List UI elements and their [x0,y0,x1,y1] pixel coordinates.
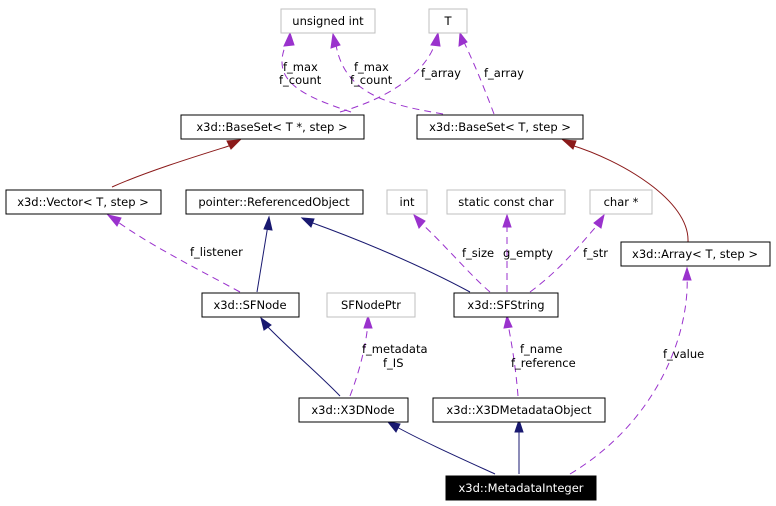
arrowhead [430,31,441,47]
node-t[interactable]: T [428,8,468,34]
edge-sfnode-to-vector [114,219,241,293]
node-label: x3d::Array< T, step > [632,247,758,261]
edge-label-farray-b: f_array [484,66,524,80]
node-label: x3d::MetadataInteger [459,481,584,495]
edge-label-fis: f_IS [383,356,404,370]
edge-label-flistener: f_listener [190,245,243,259]
edge-sfnode-to-x3dnode [265,324,341,397]
node-label: static const char [458,195,554,209]
node-static-const-char[interactable]: static const char [446,189,566,215]
arrowhead [330,32,341,49]
edge-label-fvalue: f_value [663,347,704,361]
arrowhead [386,421,401,433]
arrowhead [283,31,295,47]
node-label: pointer::ReferencedObject [198,195,350,209]
edge-baseset-t-to-array [570,144,689,243]
arrowhead [260,316,272,331]
edge-label-fsize: f_size [462,246,494,260]
edge-sfstring-to-int [419,221,491,293]
arrowhead [514,418,524,433]
node-label: x3d::BaseSet< T *, step > [196,120,347,134]
arrowhead [682,266,692,281]
arrowhead [561,139,577,150]
edge-t-to-baseset-ptr [339,39,437,113]
arrowhead [363,314,373,329]
node-label: x3d::SFString [467,298,544,312]
node-label: x3d::SFNode [213,298,286,312]
node-int[interactable]: int [386,189,428,215]
edge-label-fmax-b: f_max [354,60,389,74]
edge-x3dnode-to-metadata-integer [394,425,496,475]
arrowhead [226,139,242,150]
edge-x3dnode-to-sfnodeptr [349,322,369,397]
node-sfnode[interactable]: x3d::SFNode [201,292,300,318]
node-sfstring[interactable]: x3d::SFString [453,292,559,318]
edge-uint-to-baseset-ptr [281,39,352,113]
node-label: SFNodePtr [341,298,401,312]
node-label: T [443,14,452,28]
edge-label-fstr: f_str [583,246,608,260]
edge-metadata-integer-to-array [569,274,688,475]
node-unsigned-int[interactable]: unsigned int [280,8,376,34]
node-label: int [400,195,415,209]
edge-refobj-to-sfstring [309,221,471,293]
node-x3dnode[interactable]: x3d::X3DNode [298,397,409,423]
edge-metadata-object-to-sfstring [507,323,519,397]
arrowhead [106,214,122,227]
edge-label-fcount-b: f_count [350,73,393,87]
node-label: x3d::X3DNode [311,403,394,417]
edge-label-fcount-a: f_count [279,73,322,87]
node-label: char * [604,195,639,209]
node-sfnodeptr[interactable]: SFNodePtr [326,292,416,318]
node-vector[interactable]: x3d::Vector< T, step > [5,189,162,215]
edge-baseset-ptr-to-vector [111,144,233,188]
edge-label-freference: f_reference [511,356,576,370]
edge-label-fmetadata: f_metadata [362,342,428,356]
node-metadata-integer[interactable]: x3d::MetadataInteger [445,475,597,501]
arrowhead [413,213,426,229]
node-baseset-ptr[interactable]: x3d::BaseSet< T *, step > [180,114,365,140]
node-label: x3d::X3DMetadataObject [446,403,592,417]
arrowhead [593,213,605,229]
arrowhead [503,314,513,329]
edge-label-fname: f_name [520,342,562,356]
node-label: x3d::BaseSet< T, step > [429,120,571,134]
node-referenced-object[interactable]: pointer::ReferencedObject [185,189,364,215]
node-metadata-object[interactable]: x3d::X3DMetadataObject [432,397,606,423]
node-label: x3d::Vector< T, step > [17,195,149,209]
node-char-ptr[interactable]: char * [589,189,653,215]
arrowhead [502,213,512,228]
edge-uint-to-baseset-t [335,44,444,115]
edge-t-to-baseset-t [462,39,495,115]
edge-sfstring-to-char-ptr [529,221,601,293]
node-label: unsigned int [292,14,364,28]
arrowhead [300,217,315,228]
node-array[interactable]: x3d::Array< T, step > [620,241,771,267]
arrowhead [263,215,273,231]
edge-label-fmax-a: f_max [283,60,318,74]
node-baseset-t[interactable]: x3d::BaseSet< T, step > [416,114,584,140]
edge-label-farray-a: f_array [421,66,461,80]
arrowhead [458,31,468,47]
edge-label-gempty: g_empty [503,246,553,260]
edge-refobj-to-sfnode [256,224,269,293]
